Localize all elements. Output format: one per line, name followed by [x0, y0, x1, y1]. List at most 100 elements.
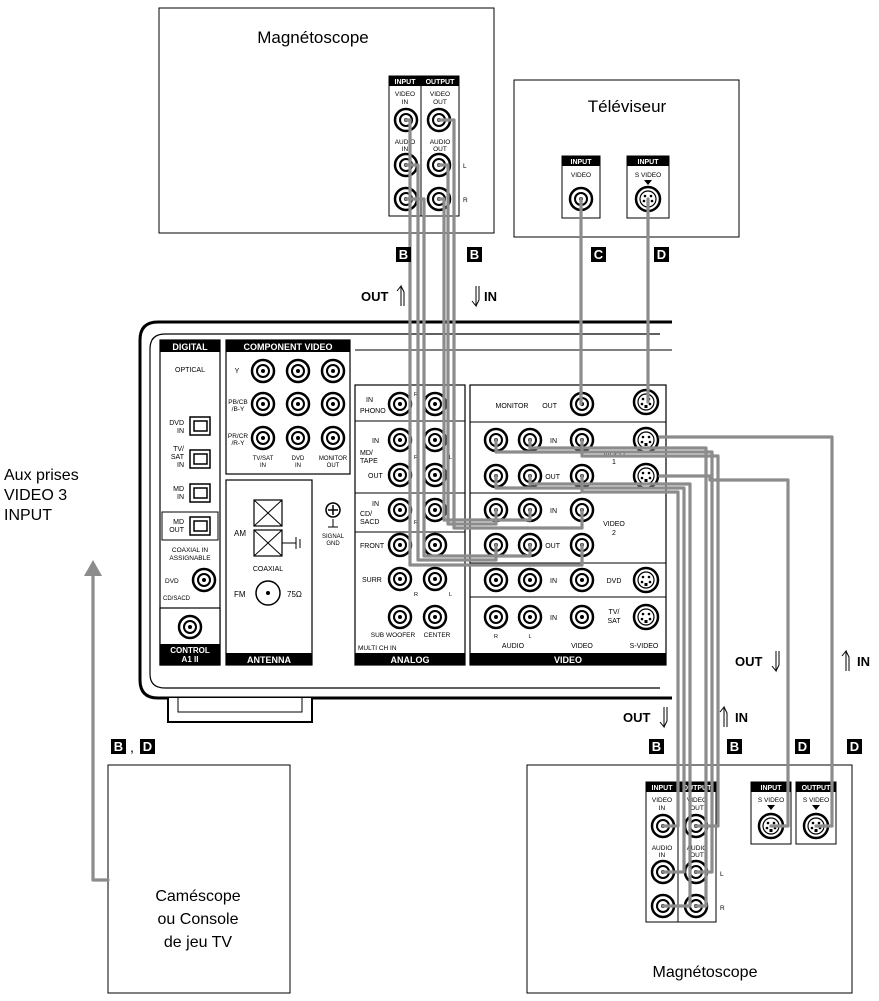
svg-text:D: D — [143, 739, 152, 754]
svg-text:OUT: OUT — [433, 146, 447, 153]
svg-text:INPUT: INPUT — [638, 159, 660, 166]
svg-text:R: R — [414, 392, 418, 398]
svg-text:S VIDEO: S VIDEO — [758, 797, 784, 804]
badge-b-top-right: B — [467, 247, 482, 262]
svg-text:/R-Y: /R-Y — [232, 440, 246, 447]
svg-text:DVD: DVD — [607, 578, 622, 585]
svg-text:MONITOR: MONITOR — [496, 403, 529, 410]
svg-text:SURR: SURR — [362, 577, 382, 584]
svg-text:DVD: DVD — [165, 578, 179, 585]
svg-text:AUDIO: AUDIO — [502, 643, 525, 650]
svg-text:/B-Y: /B-Y — [232, 406, 245, 413]
svg-text:1: 1 — [612, 459, 616, 466]
svg-text:MONITOR: MONITOR — [319, 456, 348, 462]
svg-text:ANALOG: ANALOG — [391, 655, 430, 665]
note-line-3: INPUT — [4, 507, 52, 524]
svg-text:DVD: DVD — [292, 456, 305, 462]
svg-text:OUT: OUT — [361, 289, 389, 304]
svg-text:AUDIO: AUDIO — [652, 845, 673, 852]
svg-text:IN: IN — [260, 463, 266, 469]
svg-text:AUDIO: AUDIO — [687, 845, 708, 852]
cable-d-vcr-bottom-svideo-out — [658, 435, 834, 828]
svg-text:OUT: OUT — [735, 654, 763, 669]
svg-text:DVD: DVD — [169, 420, 184, 427]
svg-text:ASSIGNABLE: ASSIGNABLE — [169, 555, 211, 562]
svg-text:IN: IN — [550, 508, 557, 515]
svg-text:SIGNAL: SIGNAL — [322, 534, 345, 540]
svg-text:OUTPUT: OUTPUT — [802, 785, 832, 792]
svg-text:L: L — [463, 163, 467, 170]
svg-text:MD: MD — [173, 519, 184, 526]
svg-text:TV/: TV/ — [173, 446, 184, 453]
cable-b-vcr-top-audio-in-r — [404, 197, 532, 558]
svg-text:INPUT: INPUT — [395, 79, 417, 86]
signal-direction-labels: OUT IN OUT IN OUT IN — [361, 284, 870, 729]
svg-text:Y: Y — [235, 368, 240, 375]
cable-b-vcr-bottom-audio-in-r — [528, 474, 692, 908]
svg-text:DIGITAL: DIGITAL — [172, 342, 208, 352]
svg-text:IN: IN — [735, 710, 748, 725]
svg-text:R: R — [494, 634, 498, 640]
svg-text:MULTI CH IN: MULTI CH IN — [358, 645, 397, 652]
svg-text:TV/SAT: TV/SAT — [253, 456, 274, 462]
svg-text:TV/: TV/ — [609, 609, 620, 616]
svg-text:OUT: OUT — [545, 474, 561, 481]
vcr-top-jack-panel: INPUT OUTPUT VIDEO IN VIDEO OUT AUDIO IN… — [388, 75, 468, 217]
svg-text:B: B — [114, 739, 123, 754]
badge-b-bottom-left: B — [649, 739, 664, 754]
svg-text:INPUT: INPUT — [652, 785, 674, 792]
badge-b-top-left: B — [396, 247, 411, 262]
svg-text:R: R — [414, 520, 418, 526]
vcr-bottom-svideo-input-panel: INPUT S VIDEO — [750, 781, 792, 845]
svg-text:OUT: OUT — [433, 99, 447, 106]
badge-c-tv: C — [591, 247, 606, 262]
svg-text:IN: IN — [295, 463, 301, 469]
cable-b-vcr-top-video-out — [437, 118, 584, 530]
svg-text:IN: IN — [659, 852, 666, 859]
svg-text:IN: IN — [402, 99, 409, 106]
svg-text:OUT: OUT — [690, 805, 704, 812]
svg-text:2: 2 — [612, 530, 616, 537]
svg-text:C: C — [594, 247, 604, 262]
svg-text:75Ω: 75Ω — [287, 590, 302, 599]
svg-text:MD/: MD/ — [360, 450, 373, 457]
svg-text:IN: IN — [177, 462, 184, 469]
svg-text:OUT: OUT — [545, 543, 561, 550]
svg-text:IN: IN — [402, 146, 409, 153]
svg-text:IN: IN — [857, 654, 870, 669]
svg-text:VIDEO: VIDEO — [603, 521, 625, 528]
svg-text:OUT: OUT — [169, 527, 185, 534]
camcorder-title-3: de jeu TV — [164, 934, 233, 951]
svg-text:IN: IN — [177, 428, 184, 435]
vcr-top-title: Magnétoscope — [257, 28, 369, 47]
camcorder-box — [107, 764, 291, 994]
badge-d-bottom-left: D — [795, 739, 810, 754]
svg-text:D: D — [850, 739, 859, 754]
cable-b-vcr-top-video-in — [404, 118, 584, 567]
svg-text:B: B — [399, 247, 408, 262]
svg-text:S VIDEO: S VIDEO — [803, 797, 829, 804]
svg-text:OUT: OUT — [623, 710, 651, 725]
svg-text:OUT: OUT — [368, 473, 384, 480]
svg-text:VIDEO: VIDEO — [395, 91, 415, 98]
svg-text:A1 II: A1 II — [182, 655, 199, 664]
svg-text:S VIDEO: S VIDEO — [635, 172, 661, 179]
svg-text:,: , — [130, 739, 134, 755]
svg-text:COAXIAL IN: COAXIAL IN — [172, 547, 209, 554]
cables — [91, 118, 834, 908]
svg-text:R: R — [414, 592, 418, 598]
badge-b-bottom-right: B — [727, 739, 742, 754]
svg-text:IN: IN — [372, 438, 379, 445]
badge-d-tv: D — [654, 247, 669, 262]
svg-text:PHONO: PHONO — [360, 408, 386, 415]
svg-text:OUT: OUT — [327, 463, 340, 469]
svg-text:IN: IN — [366, 397, 373, 404]
svg-text:TAPE: TAPE — [360, 458, 378, 465]
svg-text:PR/CR: PR/CR — [228, 433, 249, 440]
vcr-bottom-svideo-output-panel: OUTPUT S VIDEO — [795, 781, 837, 845]
camcorder-title-1: Caméscope — [155, 888, 240, 905]
svg-text:VIDEO: VIDEO — [571, 172, 591, 179]
svg-text:IN: IN — [484, 289, 497, 304]
svg-text:IN: IN — [550, 615, 557, 622]
